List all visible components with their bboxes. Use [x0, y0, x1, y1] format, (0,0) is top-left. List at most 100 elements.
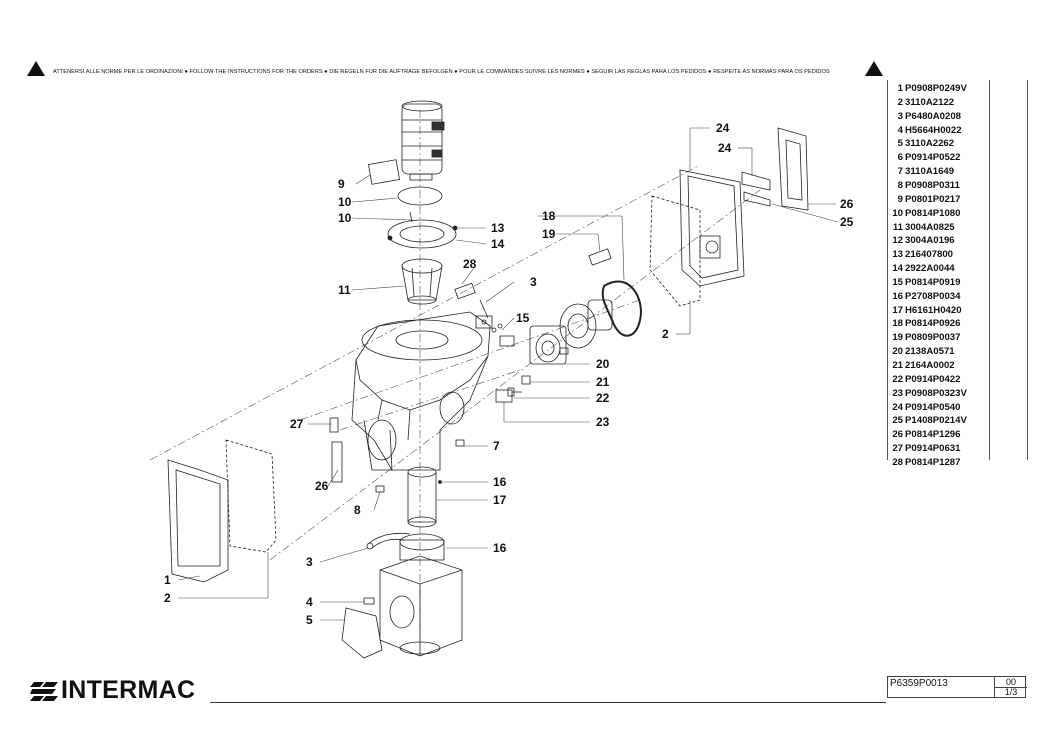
part-code: 3004A0825	[905, 221, 955, 233]
part-1-left-cover	[167, 459, 229, 583]
title-block: P6359P0013 00 1/3	[887, 676, 1027, 698]
part-code: P0914P0631	[905, 443, 961, 455]
part-5-cover-plate	[341, 607, 383, 659]
part-code: 216407800	[905, 249, 954, 261]
callout-2-right: 2	[662, 327, 669, 341]
callout-3-upper: 3	[530, 275, 537, 289]
part-code: H6161H0420	[905, 304, 962, 316]
part-25-cover	[777, 127, 809, 211]
part-8-flange	[387, 211, 458, 249]
part-19-housing	[529, 299, 613, 365]
callout-19: 20	[596, 357, 610, 371]
order-instructions: ATTENERSI ALLE NORME PER LE ORDINAZIONI …	[53, 69, 830, 75]
part-code: P0908P0249V	[905, 83, 967, 94]
part-code: 2164A0002	[905, 360, 955, 371]
part-6-spindle-motor	[368, 100, 445, 185]
part-number: 4	[897, 124, 903, 136]
part-7-o-ring	[397, 186, 443, 206]
part-13-bracket	[491, 323, 515, 347]
part-code: 2138A0571	[905, 346, 955, 358]
part-code: H5664H0022	[905, 124, 962, 136]
part-number: 5	[897, 138, 903, 150]
warning-triangle-icon	[27, 61, 45, 76]
part-9-sleeve	[401, 258, 443, 305]
part-26-link	[331, 441, 343, 483]
part-number: 26	[892, 429, 903, 441]
callout-9: 11	[338, 283, 351, 297]
callout-27: 27	[290, 417, 304, 431]
part-10-pin-lower	[375, 485, 385, 493]
part-number: 28	[892, 456, 903, 468]
callout-10-upper: 7	[493, 439, 500, 453]
callout-26-label: 26	[315, 479, 329, 493]
part-number: 8	[897, 179, 903, 191]
part-28-key	[454, 282, 476, 300]
part-code: P1408P0214V	[905, 415, 967, 427]
callout-17: 18	[542, 209, 556, 223]
part-14-15-tube	[407, 466, 442, 528]
callout-8: 10	[338, 211, 352, 225]
part-number: 16	[892, 290, 903, 302]
warning-triangle-icon	[865, 61, 883, 76]
part-number: 20	[892, 346, 903, 358]
part-code: 3110A2122	[905, 96, 955, 108]
part-10-pin-upper	[455, 439, 465, 447]
footer-rule	[210, 702, 886, 703]
part-number: 10	[892, 207, 903, 219]
callout-7: 10	[338, 195, 352, 209]
drawing-code: P6359P0013	[890, 678, 948, 689]
part-code: P0914P0522	[905, 152, 961, 164]
part-number: 1	[897, 83, 903, 94]
callout-4: 4	[306, 595, 313, 609]
part-number: 27	[892, 443, 903, 455]
part-code: P2708P0034	[905, 290, 961, 302]
part-number: 15	[892, 276, 903, 288]
part-code: 2922A0044	[905, 263, 955, 275]
part-number: 21	[892, 360, 903, 371]
callout-14: 16	[493, 475, 507, 489]
part-number: 17	[892, 304, 903, 316]
part-3-connector-upper	[475, 299, 493, 329]
callout-10-lower: 8	[354, 503, 361, 517]
callout-24-lower: 25	[840, 215, 854, 229]
callout-18: 19	[542, 227, 556, 241]
part-number: 2	[897, 96, 903, 108]
part-2-gasket-right	[649, 195, 701, 307]
callout-6: 9	[338, 177, 345, 191]
callout-21: 22	[596, 391, 610, 405]
callout-13: 15	[516, 311, 530, 325]
part-20-21-fittings	[507, 375, 531, 397]
part-code: P0814P1080	[905, 207, 961, 219]
callout-25: 26	[840, 197, 854, 211]
part-number: 6	[897, 152, 903, 164]
callout-15: 17	[493, 493, 507, 507]
intermac-stripes-logo-icon	[30, 682, 58, 701]
part-number: 11	[892, 221, 903, 233]
part-code: P0814P1287	[905, 456, 961, 468]
brand-name: INTERMAC	[61, 676, 196, 704]
part-27-clip	[329, 417, 339, 433]
callout-22: 23	[596, 415, 610, 429]
part-16-lower-head	[379, 533, 463, 657]
